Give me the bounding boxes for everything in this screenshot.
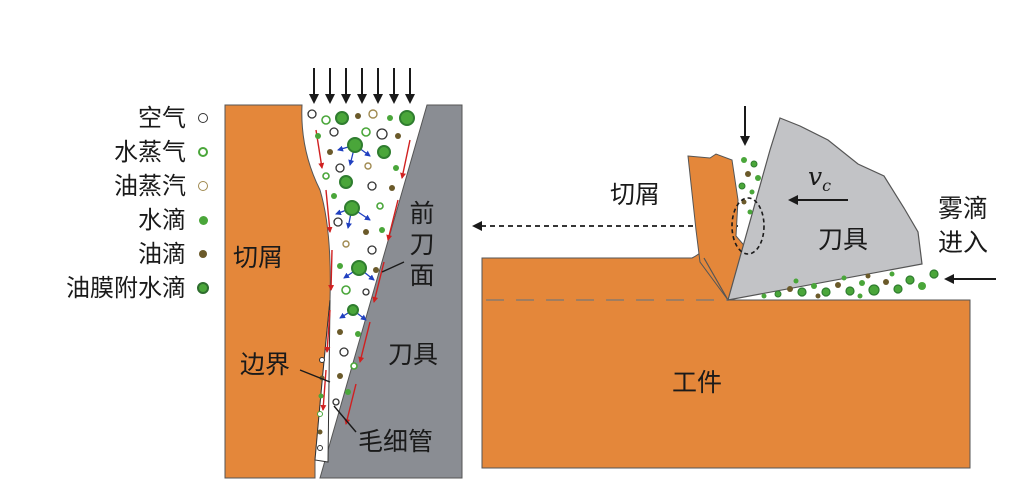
legend-label: 空气: [138, 104, 186, 132]
right-tool-shape: [727, 117, 923, 301]
oil-vapor-marker: [196, 179, 210, 193]
tool-side-flow-arrows: [344, 139, 411, 425]
boundary-leader: [299, 369, 331, 383]
left-chip-shape: [224, 104, 331, 479]
capillary-label: 毛细管: [358, 427, 434, 456]
legend-label: 油滴: [138, 240, 186, 268]
oil-droplet-marker: [196, 247, 210, 261]
right-tool-label: 刀具: [818, 225, 869, 254]
oil-film-water-droplet-marker: [196, 281, 210, 295]
mist-in-label-line2: 进入: [938, 228, 989, 257]
capillary-leader: [333, 405, 357, 433]
legend-label: 油膜附水滴: [66, 274, 186, 302]
workpiece-label: 工件: [672, 368, 723, 397]
rake-face-leader: [381, 261, 405, 273]
legend-label: 油蒸汽: [114, 172, 186, 200]
legend-item-water-vapor: 水蒸气: [114, 134, 210, 170]
legend-item-water-droplet: 水滴: [138, 202, 210, 238]
capillary-strip: [314, 299, 331, 463]
legend-label: 水蒸气: [114, 138, 186, 166]
left-tool-label: 刀具: [388, 340, 439, 369]
mist-inflow-arrows: [309, 68, 415, 104]
right-chip-label: 切屑: [610, 180, 661, 209]
right-panel: [481, 106, 996, 469]
left-chip-label: 切屑: [233, 243, 284, 272]
rake-gap-droplets: [738, 157, 761, 215]
zoom-region: [731, 197, 765, 255]
mist-in-label-line1: 雾滴: [938, 194, 989, 223]
legend-label: 水滴: [138, 206, 186, 234]
rake-face-label: 前刀面: [409, 199, 435, 290]
air-marker: [196, 111, 210, 125]
water-vapor-marker: [196, 145, 210, 159]
legend-item-oil-droplet: 油滴: [138, 236, 210, 272]
left-panel: [224, 68, 463, 479]
velocity-symbol: v: [808, 162, 823, 191]
left-tool-shape: [319, 104, 463, 479]
clearance-droplets: [761, 269, 939, 299]
right-chip-shape: [687, 153, 749, 302]
velocity-subscript: c: [822, 176, 832, 195]
water-droplet-marker: [196, 213, 210, 227]
legend-item-oil-vapor: 油蒸汽: [114, 168, 210, 204]
gap-droplets: [307, 109, 415, 451]
legend-item-oil-film-water-droplet: 油膜附水滴: [66, 270, 210, 306]
cutting-velocity-label: vc: [808, 162, 831, 195]
boundary-label: 边界: [240, 350, 291, 379]
legend-item-air: 空气: [138, 100, 210, 136]
